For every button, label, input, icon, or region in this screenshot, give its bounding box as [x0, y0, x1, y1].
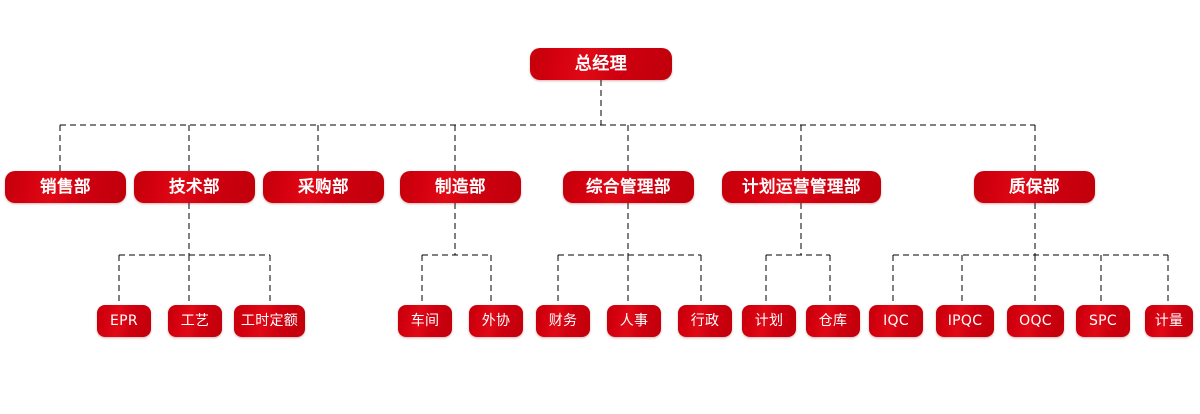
- org-node-label: EPR: [110, 313, 138, 329]
- org-node-n4[interactable]: 制造部: [400, 171, 521, 203]
- org-node-n15[interactable]: 行政: [678, 305, 732, 337]
- org-node-n11[interactable]: 车间: [398, 305, 452, 337]
- org-node-n6[interactable]: 计划运营管理部: [722, 171, 881, 203]
- org-node-label: OQC: [1019, 313, 1052, 329]
- org-node-label: 外协: [481, 313, 511, 329]
- org-node-n18[interactable]: IQC: [869, 305, 923, 337]
- org-node-label: 工时定额: [240, 313, 299, 329]
- org-node-n3[interactable]: 采购部: [263, 171, 384, 203]
- org-node-label: 工艺: [180, 313, 210, 329]
- org-node-label: 计划运营管理部: [742, 176, 861, 196]
- org-node-n2[interactable]: 技术部: [134, 171, 255, 203]
- org-node-n1[interactable]: 销售部: [5, 171, 126, 203]
- org-node-label: 制造部: [435, 176, 486, 196]
- org-node-n9[interactable]: 工艺: [168, 305, 222, 337]
- org-node-label: IPQC: [947, 313, 983, 329]
- org-node-label: 采购部: [298, 176, 349, 196]
- org-node-label: 行政: [690, 313, 720, 329]
- org-node-n21[interactable]: SPC: [1076, 305, 1130, 337]
- org-node-n5[interactable]: 综合管理部: [563, 171, 694, 203]
- org-node-label: 财务: [548, 313, 578, 329]
- org-node-label: 质保部: [1009, 176, 1060, 196]
- org-node-label: 车间: [410, 313, 440, 329]
- org-node-n20[interactable]: OQC: [1007, 305, 1064, 337]
- org-node-label: 总经理: [574, 53, 628, 74]
- org-node-n10[interactable]: 工时定额: [234, 305, 305, 337]
- org-node-label: 计划: [754, 313, 784, 329]
- org-node-n17[interactable]: 仓库: [806, 305, 860, 337]
- org-node-label: 人事: [619, 313, 649, 329]
- org-node-label: 销售部: [40, 176, 91, 196]
- org-node-n8[interactable]: EPR: [97, 305, 151, 337]
- org-node-label: 综合管理部: [586, 176, 671, 196]
- org-node-n16[interactable]: 计划: [742, 305, 796, 337]
- org-node-n19[interactable]: IPQC: [936, 305, 994, 337]
- org-node-n13[interactable]: 财务: [536, 305, 590, 337]
- org-node-label: 计量: [1154, 313, 1184, 329]
- org-node-n12[interactable]: 外协: [469, 305, 523, 337]
- org-node-label: SPC: [1088, 313, 1117, 329]
- org-node-n0[interactable]: 总经理: [530, 48, 672, 80]
- org-node-label: 仓库: [818, 313, 848, 329]
- org-node-label: 技术部: [169, 176, 220, 196]
- org-node-label: IQC: [883, 313, 909, 329]
- org-node-n7[interactable]: 质保部: [974, 171, 1095, 203]
- org-node-n22[interactable]: 计量: [1145, 305, 1193, 337]
- org-node-n14[interactable]: 人事: [607, 305, 661, 337]
